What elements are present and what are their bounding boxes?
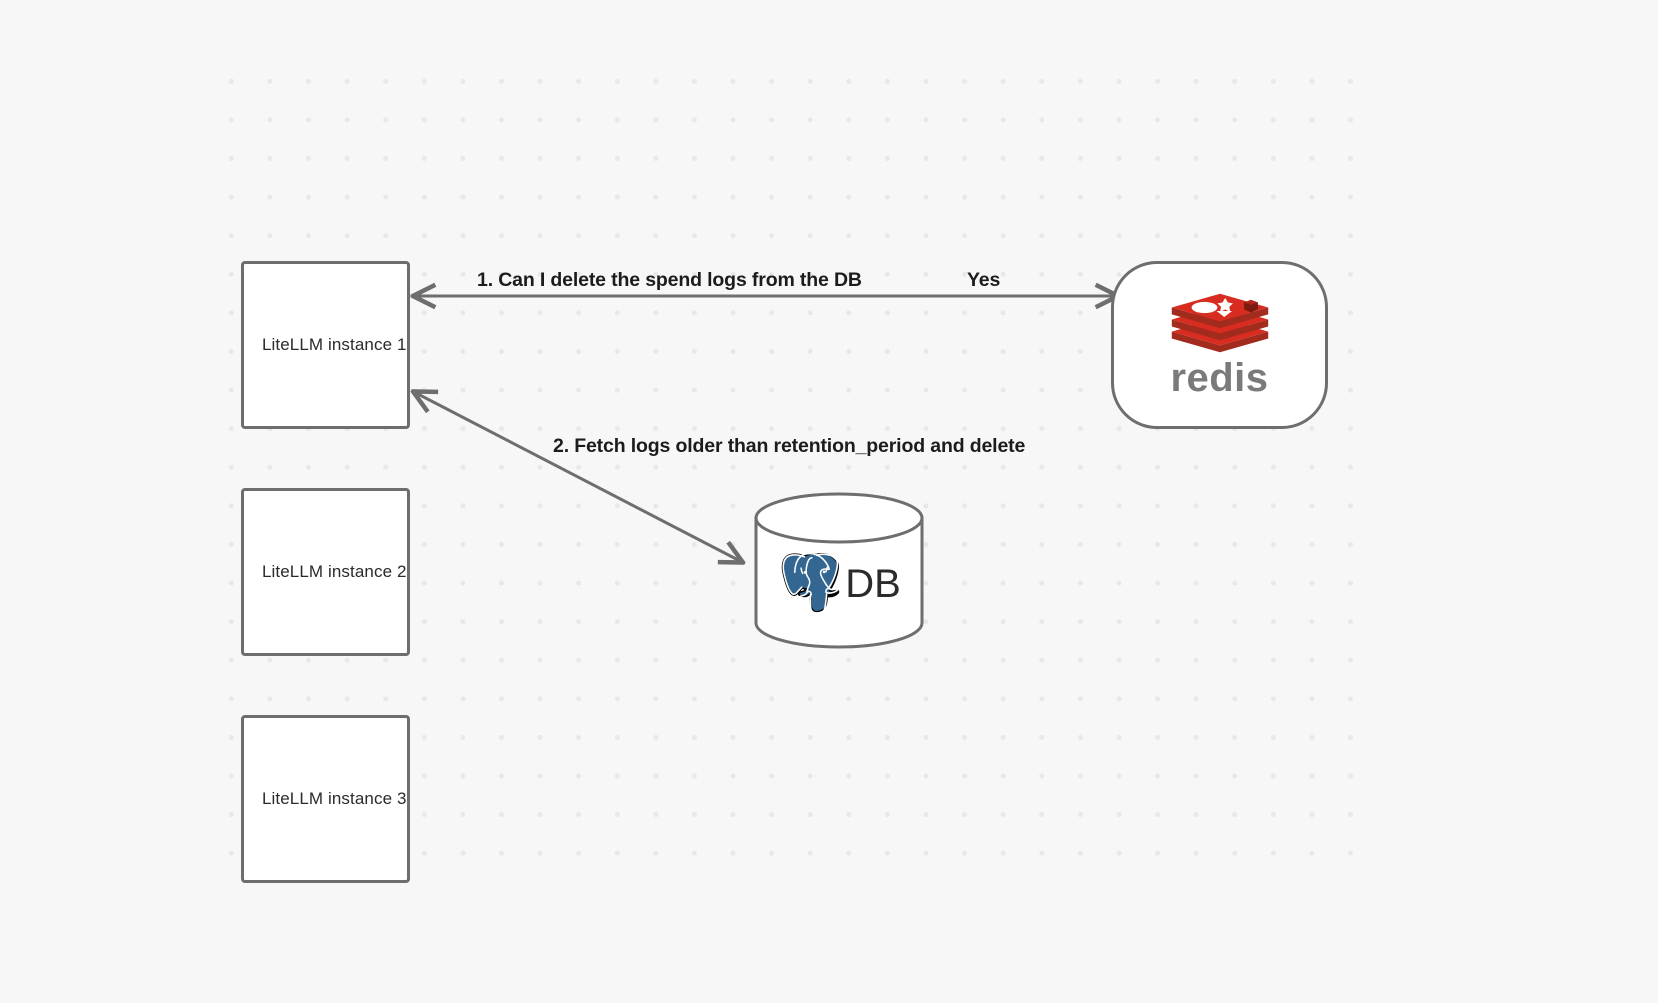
node-label: LiteLLM instance 3 — [262, 789, 407, 808]
database-label: DB — [845, 561, 901, 606]
node-redis[interactable]: redis — [1111, 261, 1328, 429]
redis-wordmark: redis — [1170, 356, 1269, 400]
node-litellm-instance-3[interactable]: LiteLLM instance 3 — [241, 715, 410, 883]
edge-label-step-1: 1. Can I delete the spend logs from the … — [477, 269, 862, 291]
postgresql-elephant-icon — [781, 552, 840, 615]
node-litellm-instance-2[interactable]: LiteLLM instance 2 — [241, 488, 410, 656]
cylinder-shape — [754, 492, 924, 649]
edge-label-yes: Yes — [967, 269, 1001, 291]
node-label: LiteLLM instance 1 — [262, 335, 407, 354]
redis-logo-icon — [1171, 293, 1268, 353]
node-database[interactable]: DB — [753, 492, 925, 649]
edge-label-step-2: 2. Fetch logs older than retention_perio… — [553, 435, 1026, 457]
node-litellm-instance-1[interactable]: LiteLLM instance 1 — [241, 261, 410, 429]
edge-instance1-database — [414, 392, 742, 562]
database-logo-group: DB — [753, 492, 925, 649]
node-label: LiteLLM instance 2 — [262, 562, 407, 581]
